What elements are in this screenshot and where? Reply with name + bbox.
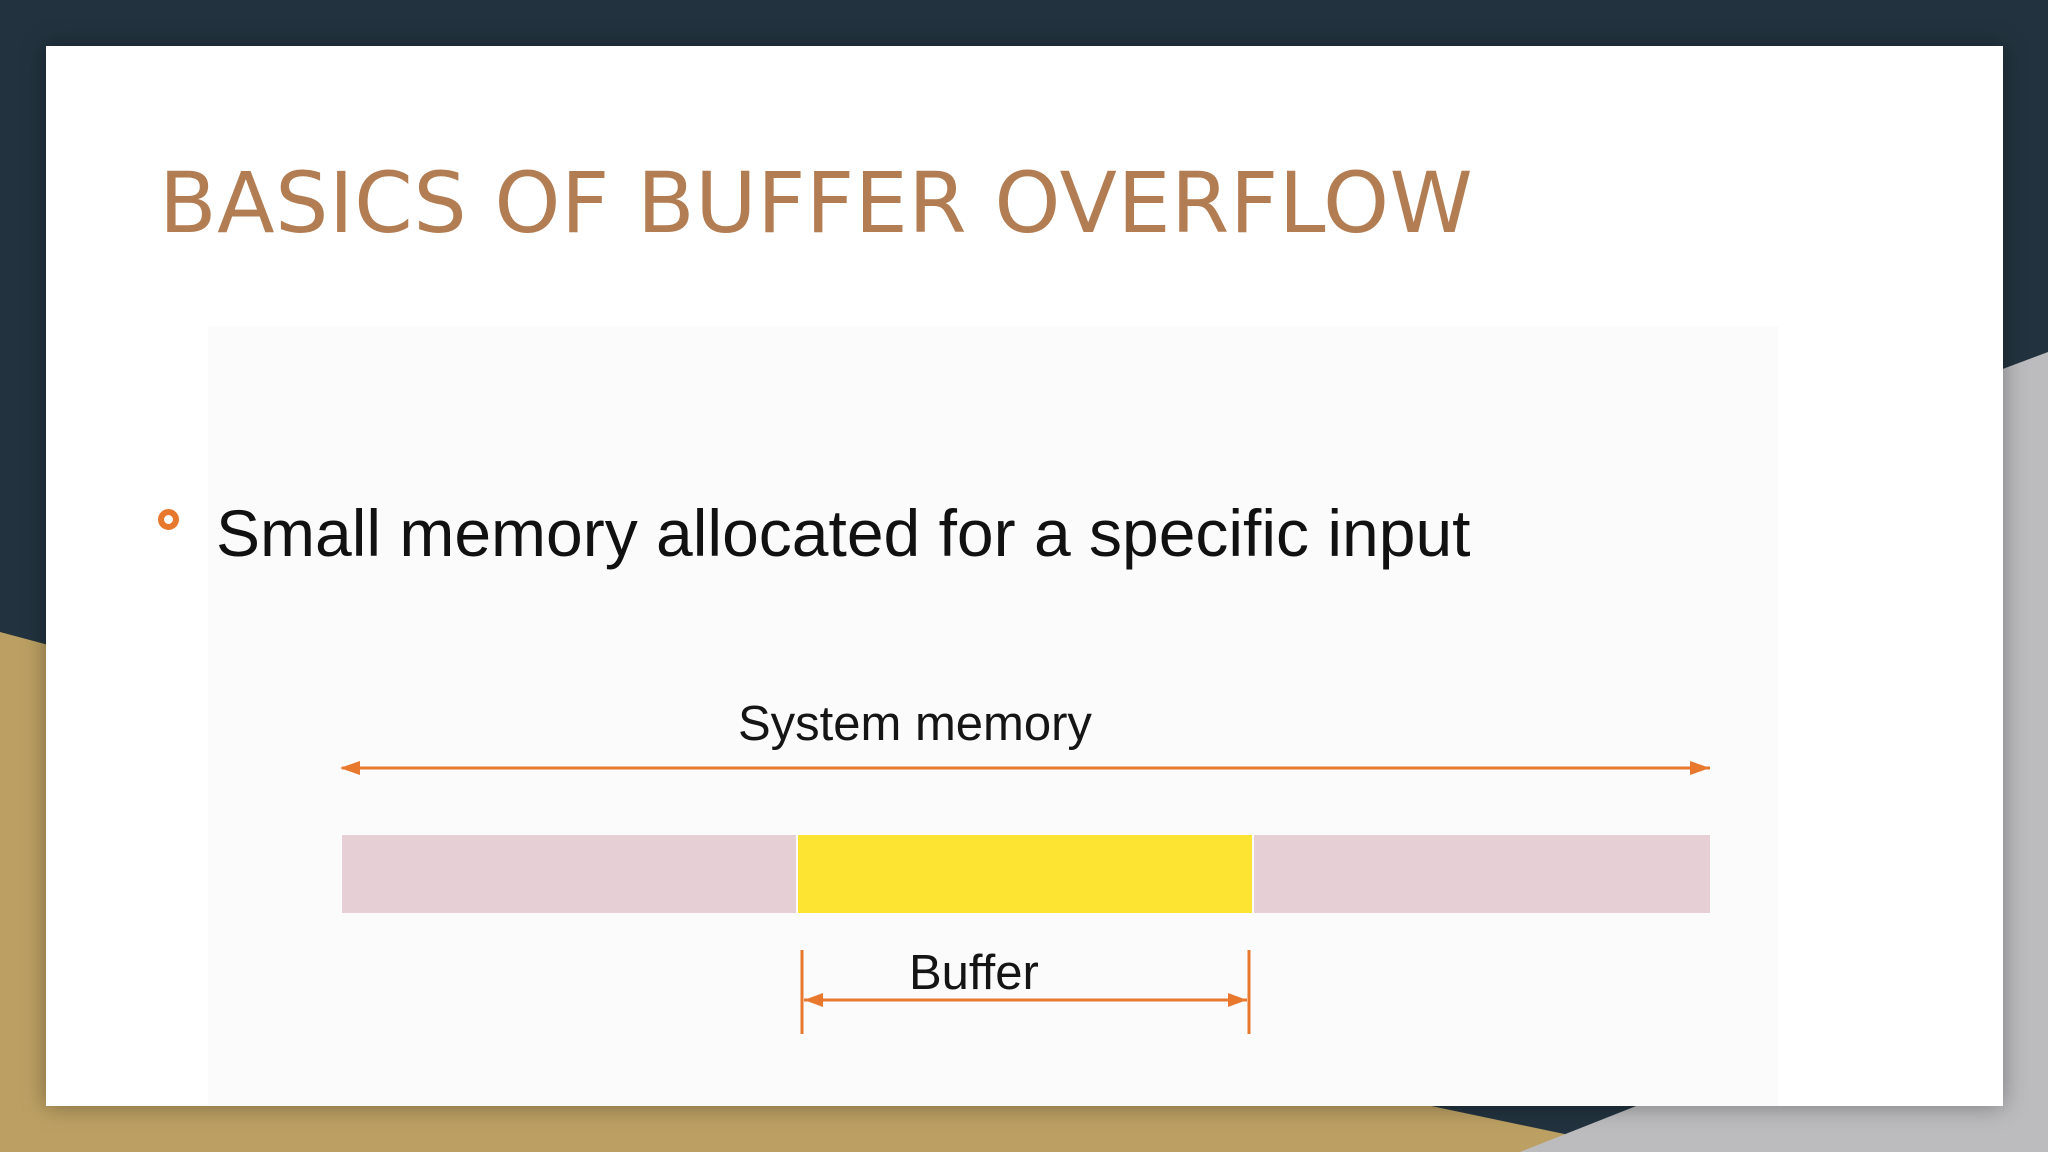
system-memory-right-arrowhead [1690,761,1710,775]
buffer-label: Buffer [909,946,1039,1000]
embedded-image-background [208,326,1778,1106]
buffer-segment [798,835,1252,913]
slide-card [46,46,2003,1106]
slide-title: BASICS OF BUFFER OVERFLOW [159,154,1474,252]
system-memory-left-arrowhead [340,761,360,775]
memory-segment-right [1254,835,1710,913]
memory-segment-left [342,835,796,913]
buffer-left-arrowhead [804,993,823,1007]
bullet-text: Small memory allocated for a specific in… [216,496,1471,570]
system-memory-label: System memory [738,697,1092,751]
bullet-marker-icon [158,509,179,530]
buffer-right-arrowhead [1228,993,1247,1007]
